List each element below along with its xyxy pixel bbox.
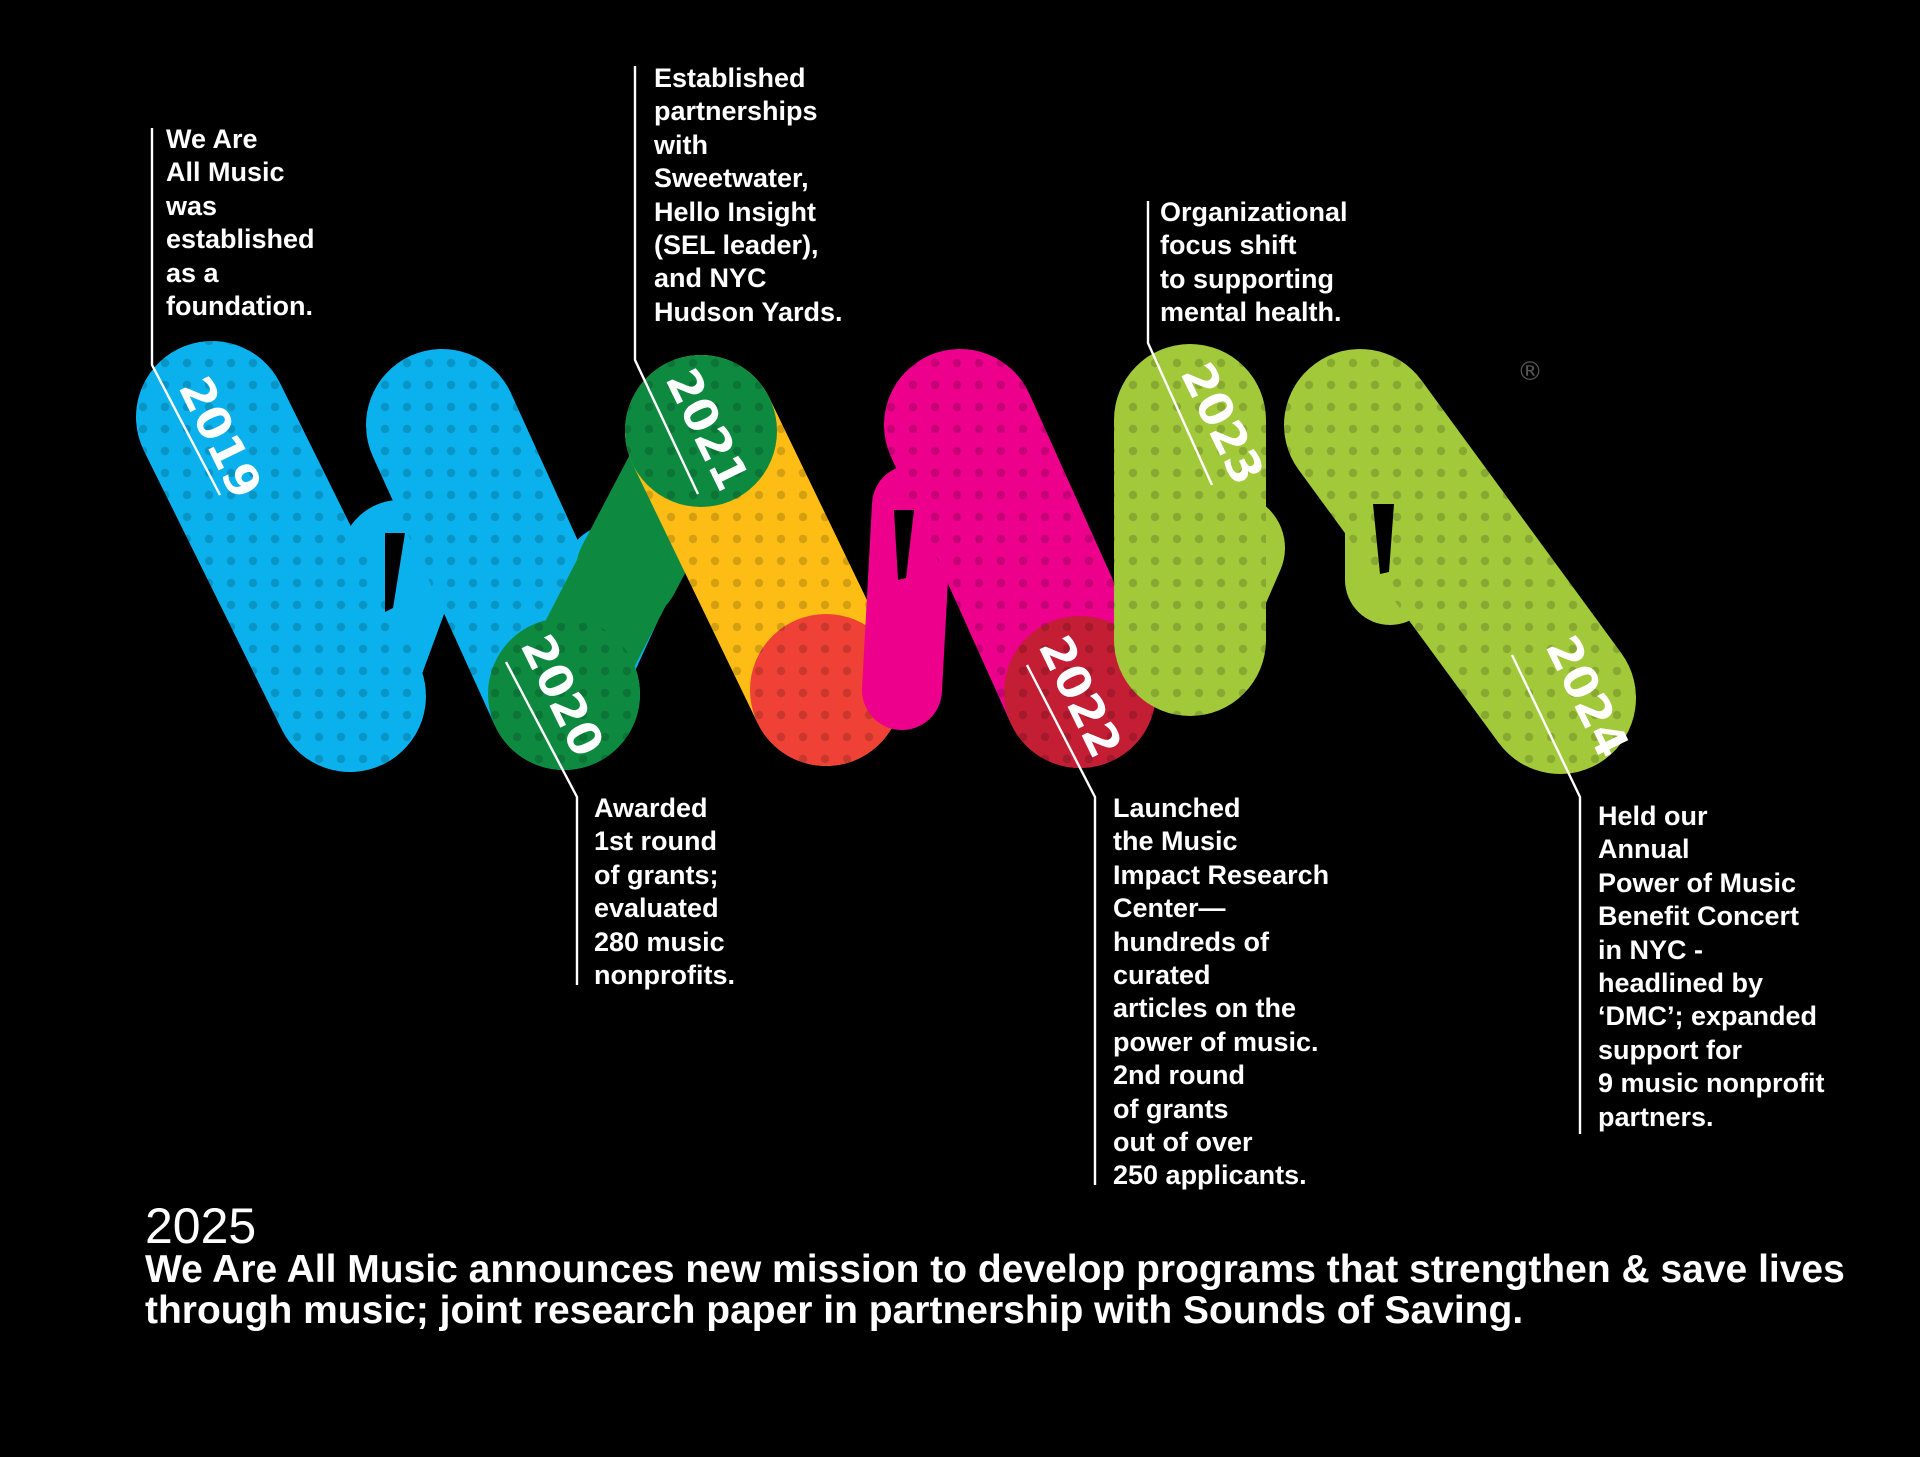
milestone-2024-text: Held our Annual Power of Music Benefit C…: [1598, 801, 1825, 1132]
ribbon-notches: [385, 504, 1394, 612]
final-year: 2025: [145, 1198, 257, 1254]
milestone-2022-text: Launched the Music Impact Research Cente…: [1113, 793, 1330, 1191]
ribbon-lime: [1114, 344, 1636, 774]
milestone-2021-text: Established partnerships with Sweetwater…: [654, 63, 843, 327]
leader-line-2024: [1510, 654, 1582, 1134]
final-description: We Are All Music announces new mission t…: [145, 1248, 1845, 1332]
registered-mark: ®: [1517, 357, 1543, 387]
leader-line-2019: [150, 128, 222, 496]
leader-lines: [150, 66, 1582, 1185]
milestone-2019-text: We Are All Music was established as a fo…: [166, 124, 315, 322]
leader-line-2020: [504, 661, 579, 985]
leader-line-2021: [633, 66, 700, 495]
leader-line-2022: [1025, 664, 1097, 1185]
milestone-2020-text: Awarded 1st round of grants; evaluated 2…: [594, 793, 735, 991]
milestone-2023-text: Organizational focus shift to supporting…: [1160, 197, 1348, 328]
leader-line-2023: [1146, 201, 1214, 486]
